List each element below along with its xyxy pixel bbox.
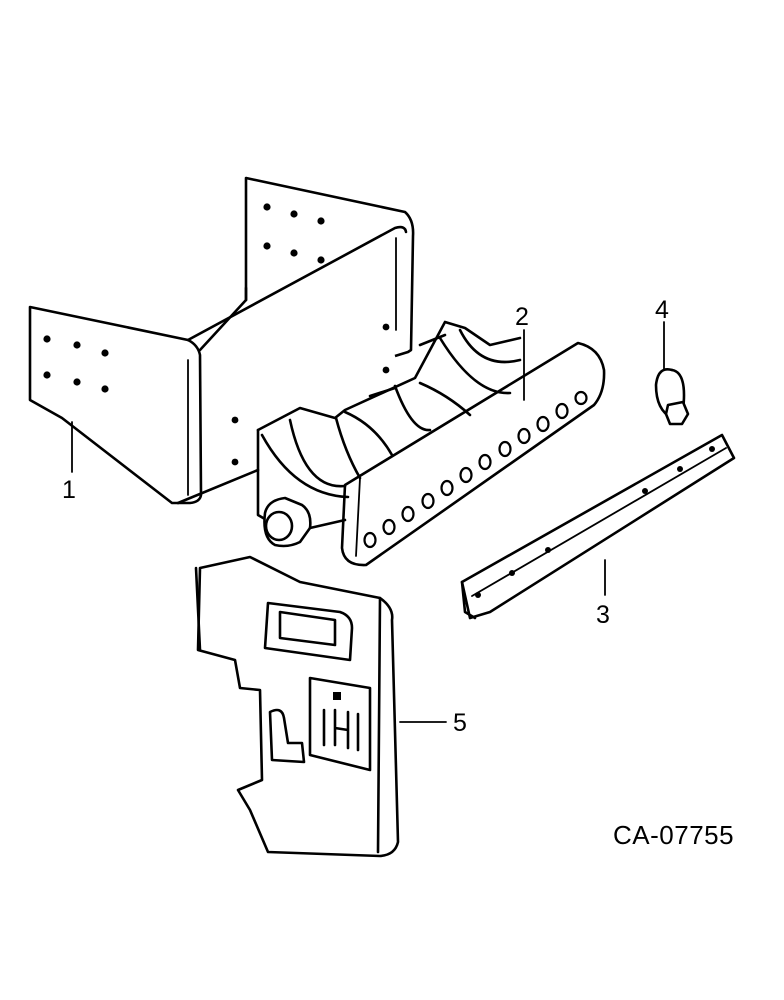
part-5-weight xyxy=(194,555,400,858)
leader-lines xyxy=(71,321,665,723)
callout-2: 2 xyxy=(515,303,529,331)
part-4-clip xyxy=(654,368,690,426)
part-2-weight-carrier xyxy=(256,320,606,567)
callout-5: 5 xyxy=(453,709,467,737)
callout-3: 3 xyxy=(596,601,610,629)
part-1-bracket xyxy=(28,176,415,505)
part-3-angle-strip xyxy=(460,433,736,620)
callout-1: 1 xyxy=(62,476,76,504)
ih-logo xyxy=(322,692,360,752)
drawing-code: CA-07755 xyxy=(613,820,734,850)
callout-4: 4 xyxy=(655,296,669,324)
